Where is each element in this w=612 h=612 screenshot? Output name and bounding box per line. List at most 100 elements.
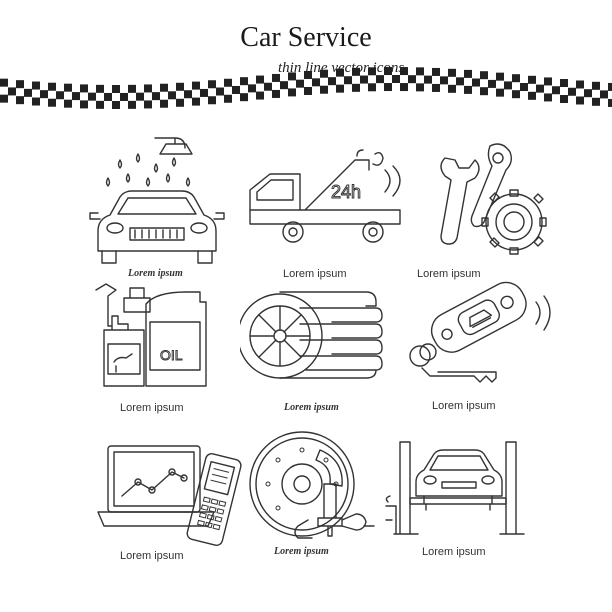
checker-square xyxy=(336,84,344,93)
checker-square xyxy=(160,99,168,108)
checker-square xyxy=(216,87,224,96)
car-lift-icon xyxy=(385,441,525,535)
checker-square xyxy=(304,86,312,95)
checker-square xyxy=(608,98,612,107)
icon-tile-car-wash: Lorem ipsum xyxy=(80,130,270,280)
checker-square xyxy=(248,84,256,93)
caption-tow-truck: Lorem ipsum xyxy=(283,268,347,280)
checker-square xyxy=(320,85,328,94)
checker-square xyxy=(208,80,216,89)
checker-square xyxy=(224,94,232,103)
checker-square xyxy=(144,100,152,109)
checker-square xyxy=(480,71,488,80)
checker-square xyxy=(344,76,352,85)
computer-diagnostics-icon xyxy=(97,445,242,546)
icon-tile-car-alarm: Lorem ipsum xyxy=(400,272,590,422)
checker-square xyxy=(304,70,312,79)
checker-square xyxy=(376,75,384,84)
checker-square xyxy=(392,75,400,84)
checker-square xyxy=(360,75,368,84)
checker-square xyxy=(312,78,320,87)
checker-square xyxy=(112,84,120,93)
tow-truck-24h-icon: 24h xyxy=(249,149,401,243)
checkered-flag-banner xyxy=(0,67,612,109)
checker-square xyxy=(104,92,112,101)
brake-disc-icon xyxy=(249,431,375,539)
checker-square xyxy=(592,97,600,106)
checker-square xyxy=(400,83,408,92)
checker-square xyxy=(448,68,456,77)
icon-tile-tow-truck: 24h Lorem ipsum xyxy=(245,140,435,290)
tow-24h-badge: 24h xyxy=(331,182,361,202)
caption-car-wash: Lorem ipsum xyxy=(128,268,183,279)
checker-square xyxy=(64,83,72,92)
checker-square xyxy=(272,89,280,98)
checker-square xyxy=(480,87,488,96)
checker-square xyxy=(384,67,392,76)
checker-square xyxy=(576,96,584,105)
checker-square xyxy=(32,97,40,106)
car-wash-icon xyxy=(89,137,225,264)
checker-square xyxy=(56,91,64,100)
checker-square xyxy=(512,90,520,99)
caption-oil: Lorem ipsum xyxy=(120,402,184,414)
checker-square xyxy=(352,83,360,92)
checker-square xyxy=(128,84,136,93)
caption-brake-disc: Lorem ipsum xyxy=(274,546,329,557)
checker-square xyxy=(40,90,48,99)
checker-square xyxy=(464,85,472,94)
checker-square xyxy=(48,82,56,91)
checker-square xyxy=(512,74,520,83)
checker-square xyxy=(80,84,88,93)
checker-square xyxy=(472,78,480,87)
checker-square xyxy=(400,67,408,76)
tires-icon xyxy=(240,291,383,379)
icon-tile-car-lift: Lorem ipsum xyxy=(380,436,570,586)
checker-square xyxy=(192,81,200,90)
checker-square xyxy=(200,88,208,97)
caption-car-lift: Lorem ipsum xyxy=(422,546,486,558)
checker-square xyxy=(448,84,456,93)
page-title: Car Service xyxy=(240,22,372,53)
checker-square xyxy=(504,81,512,90)
checker-square xyxy=(192,97,200,106)
caption-car-alarm: Lorem ipsum xyxy=(432,400,496,412)
checker-square xyxy=(80,100,88,109)
checker-square xyxy=(264,82,272,91)
wrench-gear-icon xyxy=(440,143,547,255)
checker-square xyxy=(88,92,96,101)
icon-tile-tires: Lorem ipsum xyxy=(240,286,430,436)
checker-square xyxy=(0,78,8,87)
checker-square xyxy=(16,96,24,105)
checker-square xyxy=(120,92,128,101)
checker-square xyxy=(64,99,72,108)
checker-square xyxy=(384,83,392,92)
checker-square xyxy=(128,100,136,109)
checker-square xyxy=(440,76,448,85)
caption-tires: Lorem ipsum xyxy=(284,402,339,413)
checker-square xyxy=(608,82,612,91)
checker-square xyxy=(352,67,360,76)
checker-square xyxy=(296,79,304,88)
checker-square xyxy=(32,81,40,90)
checker-square xyxy=(288,88,296,97)
checker-square xyxy=(288,72,296,81)
checker-square xyxy=(584,89,592,98)
checker-square xyxy=(0,94,8,103)
icon-tile-wrench-gear: Lorem ipsum xyxy=(410,140,600,290)
oil-label: OIL xyxy=(160,347,183,363)
checker-square xyxy=(256,75,264,84)
checker-square xyxy=(280,81,288,90)
checker-square xyxy=(496,72,504,81)
checker-square xyxy=(520,83,528,92)
checker-square xyxy=(256,91,264,100)
checker-square xyxy=(272,73,280,82)
checker-square xyxy=(224,78,232,87)
caption-wrench-gear: Lorem ipsum xyxy=(417,268,481,280)
checker-square xyxy=(432,83,440,92)
checker-square xyxy=(8,87,16,96)
checker-square xyxy=(424,75,432,84)
checker-square xyxy=(96,100,104,109)
checker-square xyxy=(96,84,104,93)
checker-square xyxy=(592,81,600,90)
